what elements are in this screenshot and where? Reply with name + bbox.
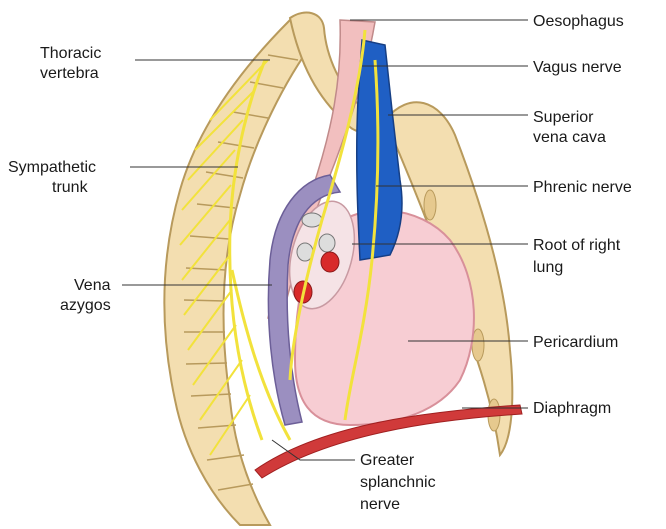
label-thoracic-vertebra-line2: vertebra: [40, 65, 99, 82]
label-oesophagus: Oesophagus: [350, 13, 624, 30]
label-gsn-line1: Greater: [360, 452, 415, 469]
label-thoracic-vertebra: Thoracic vertebra: [40, 45, 270, 82]
label-sympathetic-trunk-line1: Sympathetic: [8, 159, 96, 176]
label-sympathetic-trunk-line2: trunk: [52, 179, 89, 196]
label-phrenic-nerve-text: Phrenic nerve: [533, 179, 632, 196]
label-oesophagus-text: Oesophagus: [533, 13, 624, 30]
label-thoracic-vertebra-line1: Thoracic: [40, 45, 101, 62]
label-svc-line2: vena cava: [533, 129, 606, 146]
label-gsn-line2: splanchnic: [360, 474, 436, 491]
label-diaphragm-text: Diaphragm: [533, 400, 611, 417]
label-vena-azygos-line2: azygos: [60, 297, 111, 314]
label-vena-azygos-line1: Vena: [74, 277, 111, 294]
label-root-line1: Root of right: [533, 237, 621, 254]
label-root-line2: lung: [533, 259, 563, 276]
label-svc-line1: Superior: [533, 109, 594, 126]
label-vagus-nerve: Vagus nerve: [362, 59, 622, 76]
label-gsn-line3: nerve: [360, 496, 400, 513]
label-vagus-nerve-text: Vagus nerve: [533, 59, 622, 76]
label-pericardium-text: Pericardium: [533, 334, 618, 351]
